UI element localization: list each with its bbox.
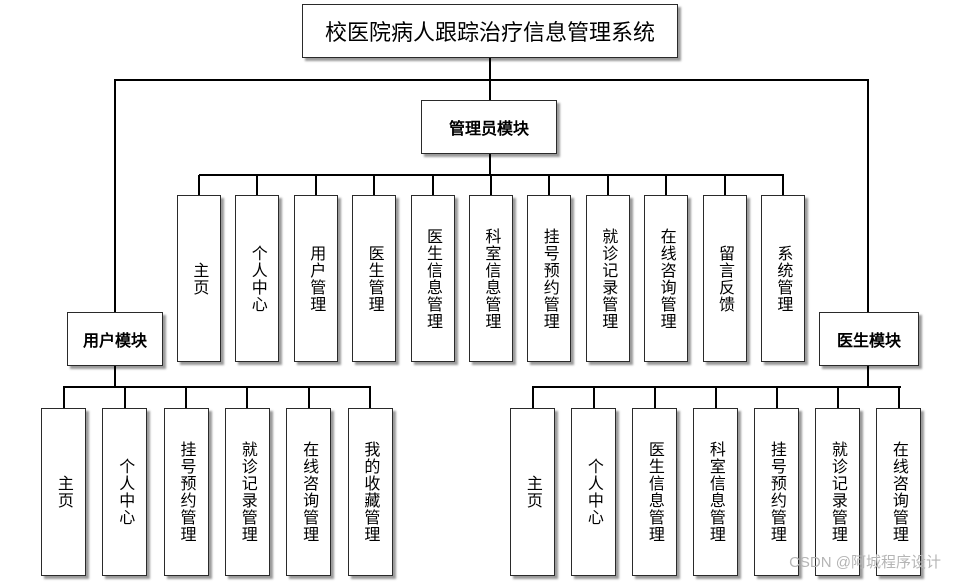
user-module-item: 挂号预约管理 bbox=[163, 408, 209, 576]
connector bbox=[114, 79, 869, 81]
connector bbox=[782, 175, 784, 195]
node-label: 挂号预约管理 bbox=[177, 441, 197, 543]
admin-module-item: 留言反馈 bbox=[702, 195, 747, 362]
doctor-module-item: 就诊记录管理 bbox=[815, 408, 860, 576]
node-label: 挂号预约管理 bbox=[540, 227, 560, 330]
connector bbox=[489, 154, 491, 175]
connector bbox=[714, 387, 717, 408]
connector bbox=[606, 175, 609, 195]
connector bbox=[62, 387, 65, 408]
root-title: 校医院病人跟踪治疗信息管理系统 bbox=[324, 21, 655, 46]
node-label: 系统管理 bbox=[774, 244, 794, 313]
doctor-module-item: 挂号预约管理 bbox=[754, 408, 799, 576]
node-label: 用户管理 bbox=[307, 244, 327, 313]
connector bbox=[114, 79, 116, 312]
admin-module-title: 管理员模块 bbox=[448, 119, 529, 138]
connector bbox=[114, 366, 116, 387]
node-label: 个人中心 bbox=[116, 458, 136, 526]
connector bbox=[867, 366, 869, 387]
connector bbox=[185, 387, 188, 408]
node-label: 就诊记录管理 bbox=[238, 441, 258, 543]
node-label: 医生管理 bbox=[365, 244, 385, 313]
node-label: 医生信息管理 bbox=[423, 227, 443, 330]
doctor-module-node: 医生模块 bbox=[819, 312, 919, 366]
doctor-module-item: 科室信息管理 bbox=[693, 408, 738, 576]
doctor-module-item: 在线咨询管理 bbox=[876, 408, 921, 576]
node-label: 在线咨询管理 bbox=[889, 441, 909, 543]
node-label: 就诊记录管理 bbox=[599, 227, 619, 330]
node-label: 就诊记录管理 bbox=[828, 441, 848, 543]
connector bbox=[490, 175, 492, 195]
admin-module-item: 挂号预约管理 bbox=[527, 195, 572, 362]
connector bbox=[246, 387, 249, 408]
doctor-module-item: 主页 bbox=[510, 408, 555, 576]
node-label: 医生信息管理 bbox=[645, 441, 665, 543]
admin-module-item: 主页 bbox=[177, 195, 221, 362]
connector bbox=[369, 387, 371, 408]
doctor-module-item: 个人中心 bbox=[571, 408, 616, 576]
connector bbox=[123, 387, 126, 408]
node-label: 主页 bbox=[54, 475, 74, 509]
admin-module-item: 科室信息管理 bbox=[469, 195, 513, 362]
connector bbox=[548, 175, 551, 195]
connector bbox=[867, 79, 869, 312]
user-module-item: 主页 bbox=[41, 408, 86, 576]
admin-module-item: 用户管理 bbox=[293, 195, 338, 362]
connector bbox=[897, 387, 900, 408]
user-module-item: 就诊记录管理 bbox=[224, 408, 270, 576]
admin-module-item: 系统管理 bbox=[761, 195, 805, 362]
connector bbox=[63, 386, 371, 388]
admin-module-node: 管理员模块 bbox=[421, 100, 557, 154]
admin-module-item: 医生信息管理 bbox=[410, 195, 455, 362]
root-node: 校医院病人跟踪治疗信息管理系统 bbox=[302, 4, 678, 58]
connector bbox=[653, 387, 656, 408]
connector bbox=[531, 387, 534, 408]
node-label: 挂号预约管理 bbox=[767, 441, 787, 543]
node-label: 个人中心 bbox=[248, 244, 268, 313]
connector bbox=[532, 386, 901, 388]
admin-module-item: 就诊记录管理 bbox=[585, 195, 630, 362]
connector bbox=[198, 175, 200, 195]
connector bbox=[665, 175, 668, 195]
user-module-title: 用户模块 bbox=[82, 331, 147, 350]
connector bbox=[836, 387, 839, 408]
node-label: 在线咨询管理 bbox=[657, 227, 677, 330]
user-module-item: 在线咨询管理 bbox=[286, 408, 332, 576]
admin-module-item: 在线咨询管理 bbox=[644, 195, 689, 362]
user-module-item: 个人中心 bbox=[102, 408, 148, 576]
node-label: 科室信息管理 bbox=[706, 441, 726, 543]
user-module-item: 我的收藏管理 bbox=[347, 408, 393, 576]
connector bbox=[775, 387, 778, 408]
connector bbox=[723, 175, 726, 195]
connector bbox=[431, 175, 434, 195]
doctor-module-title: 医生模块 bbox=[836, 331, 901, 350]
connector bbox=[307, 387, 310, 408]
node-label: 在线咨询管理 bbox=[300, 441, 320, 543]
node-label: 个人中心 bbox=[584, 458, 604, 526]
admin-module-item: 医生管理 bbox=[352, 195, 397, 362]
node-label: 留言反馈 bbox=[715, 244, 735, 313]
connector bbox=[256, 175, 259, 195]
node-label: 主页 bbox=[190, 261, 210, 296]
user-module-node: 用户模块 bbox=[67, 312, 163, 366]
connector bbox=[373, 175, 376, 195]
watermark: CSDN @阿城程序设计 bbox=[789, 554, 941, 571]
connector bbox=[314, 175, 317, 195]
connector bbox=[592, 387, 595, 408]
node-label: 主页 bbox=[523, 475, 543, 509]
node-label: 科室信息管理 bbox=[482, 227, 502, 330]
node-label: 我的收藏管理 bbox=[361, 441, 381, 543]
admin-module-item: 个人中心 bbox=[235, 195, 280, 362]
doctor-module-item: 医生信息管理 bbox=[632, 408, 677, 576]
